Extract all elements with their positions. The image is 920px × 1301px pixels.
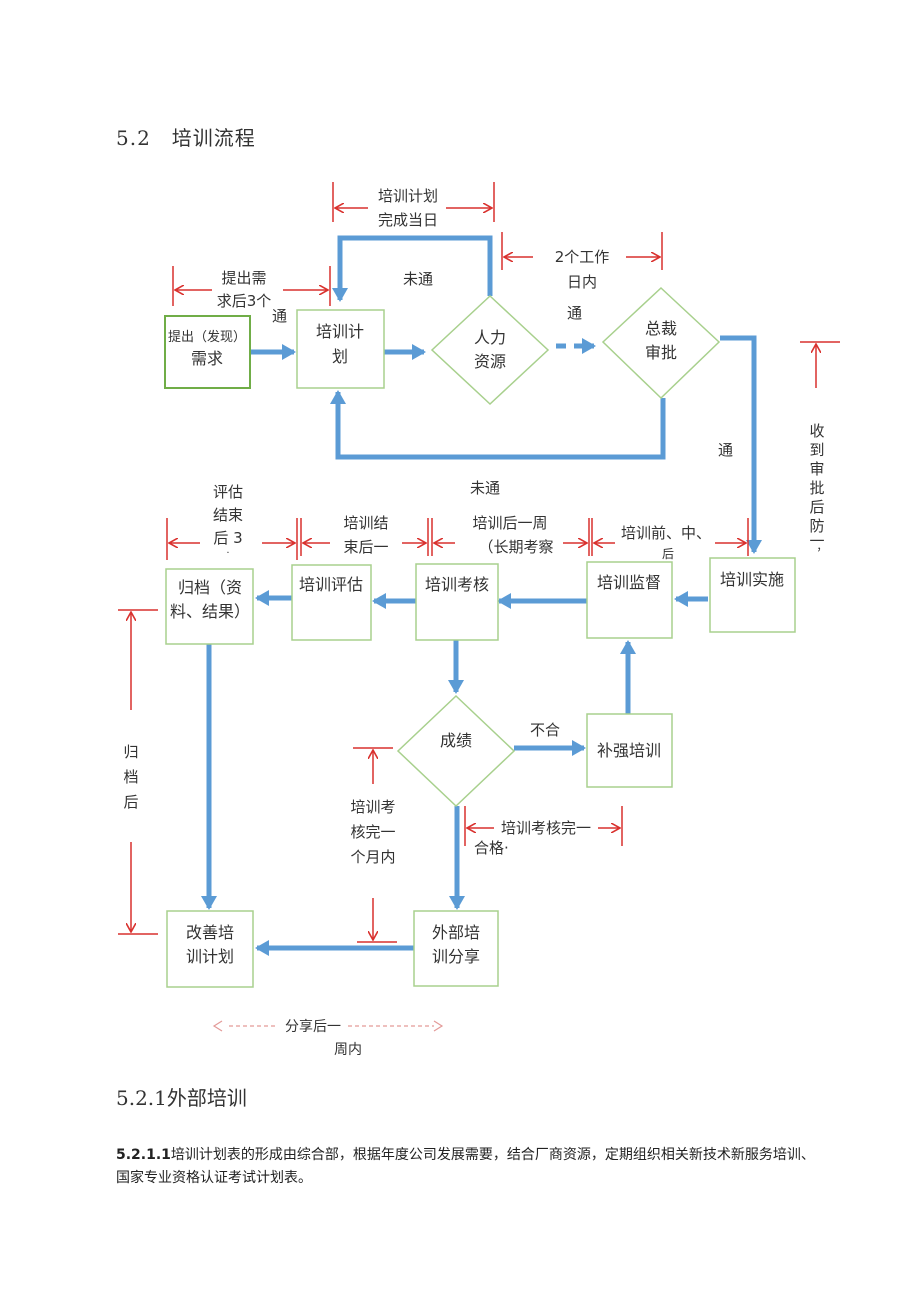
node-evaluate-label: 培训评估 xyxy=(299,575,363,594)
note-plan-line1: 培训计划 xyxy=(378,187,438,205)
node-remedial xyxy=(586,713,673,788)
nodes xyxy=(164,286,796,988)
node-exam-label: 培训考核 xyxy=(425,575,489,594)
node-ceo-line2: 审批 xyxy=(645,343,677,362)
training-flowchart: 提出（发现） 需求 培训计 划 人力 资源 总裁 审批 培训实施 培训监督 培训… xyxy=(118,182,840,1058)
node-archive xyxy=(165,568,254,645)
node-archive-line2: 料、结果） xyxy=(170,602,250,621)
node-improve-line1: 改善培 xyxy=(186,923,234,942)
node-score xyxy=(396,694,516,808)
note-ceo-char2: 到 xyxy=(809,441,824,459)
node-plan-line1: 培训计 xyxy=(316,322,364,341)
label-buhe: 不合 xyxy=(530,721,560,739)
node-supervise-label: 培训监督 xyxy=(597,573,661,592)
note-during-line2: 后 xyxy=(662,547,674,561)
paragraph: 5.2.1.1培训计划表的形成由综合部，根据年度公司发展需要，结合厂商资源，定期… xyxy=(116,1144,816,1190)
node-hr-line1: 人力 xyxy=(474,328,506,347)
node-supervise xyxy=(586,561,673,639)
node-ceo xyxy=(601,286,721,400)
node-evaluate xyxy=(291,564,372,641)
note-eval-line3: 后 3 xyxy=(213,529,242,547)
note-ceo-char3: 审 xyxy=(809,460,824,478)
label-tong-need: 通 xyxy=(272,307,287,325)
arrow-ceo-reject-bottom xyxy=(330,390,666,460)
note-examweek-line2: （长期考察 xyxy=(478,538,553,556)
subsection-heading: 5.2.1外部培训 xyxy=(116,1086,247,1110)
note-archive-char3: 后 xyxy=(123,793,138,811)
note-eval-line2: 结束 xyxy=(213,506,243,524)
note-ceo-char8: ， xyxy=(817,540,828,553)
note-ceo-char6: 防 xyxy=(809,517,824,535)
node-improve xyxy=(166,910,254,988)
node-share-line1: 外部培 xyxy=(432,923,480,942)
node-hr-line2: 资源 xyxy=(474,352,506,371)
node-share xyxy=(413,910,499,987)
note-trainend-line1: 培训结 xyxy=(343,514,388,532)
flow-lines xyxy=(201,235,762,956)
note-need-line1: 提出需 xyxy=(221,269,266,287)
label-hege: 合格· xyxy=(474,839,509,857)
node-implement-label: 培训实施 xyxy=(720,570,784,589)
section-heading: 5.2 培训流程 xyxy=(116,126,256,150)
label-tong-hr: 通 xyxy=(567,304,582,322)
paragraph-text: 培训计划表的形成由综合部，根据年度公司发展需要，结合厂商资源，定期组织相关新技术… xyxy=(116,1147,815,1186)
label-tong-ceo: 通 xyxy=(718,441,733,459)
note-eval-line1: 评估 xyxy=(213,483,243,501)
node-hr xyxy=(430,294,550,406)
arrow-hr-reject-top xyxy=(332,235,493,302)
note-trainend-line2: 束后一 xyxy=(343,538,388,556)
node-improve-line2: 训计划 xyxy=(186,947,234,966)
note-hr-line2: 日内 xyxy=(567,273,597,291)
note-month-line3: 个月内 xyxy=(350,848,395,866)
node-ceo-line1: 总裁 xyxy=(645,319,677,338)
note-need-line2: 求后3个 xyxy=(217,292,272,310)
note-ceo-char1: 收 xyxy=(809,422,824,440)
paragraph-number: 5.2.1.1 xyxy=(116,1147,171,1163)
note-archive-char2: 档 xyxy=(123,768,138,786)
node-exam xyxy=(415,563,499,641)
note-examdone: 培训考核完一 xyxy=(501,819,591,837)
note-during-line1: 培训前、中、 xyxy=(621,524,711,542)
node-score-label: 成绩 xyxy=(440,731,472,750)
note-share-week: 周内 xyxy=(334,1042,362,1058)
label-weitong-bottom: 未通 xyxy=(470,479,500,497)
note-examweek-line1: 培训后一周 xyxy=(472,514,547,532)
node-plan-line2: 划 xyxy=(332,347,348,366)
node-need-line2: 需求 xyxy=(191,349,223,368)
note-month-line2: 核完一 xyxy=(350,823,395,841)
note-hr-line1: 2个工作 xyxy=(555,248,610,266)
note-month-line1: 培训考 xyxy=(350,798,395,816)
note-ceo-char7: 一 xyxy=(809,532,824,550)
node-need-line1: 提出（发现） xyxy=(168,329,246,345)
node-plan xyxy=(296,309,385,389)
note-ceo-char4: 批 xyxy=(809,479,824,497)
node-share-line2: 训分享 xyxy=(432,947,480,966)
node-need xyxy=(164,315,251,389)
note-eval-line4: · xyxy=(226,548,229,559)
note-share-after: 分享后一 xyxy=(285,1018,341,1035)
label-weitong-top: 未通 xyxy=(403,270,433,288)
node-archive-line1: 归档（资 xyxy=(178,578,242,597)
note-ceo-char5: 后 xyxy=(809,498,824,516)
node-remedial-label: 补强培训 xyxy=(597,741,661,760)
arrow-ceo-implement xyxy=(720,335,762,554)
note-plan-line2: 完成当日 xyxy=(378,211,438,229)
note-archive-char1: 归 xyxy=(123,743,138,761)
node-implement xyxy=(709,557,796,633)
